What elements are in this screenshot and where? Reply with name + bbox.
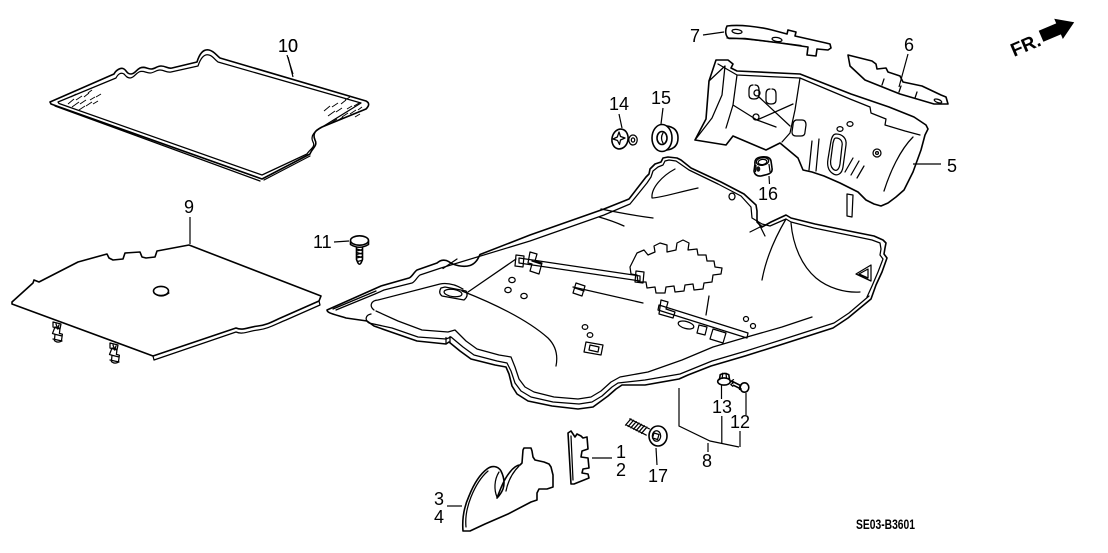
svg-text:16: 16: [758, 184, 778, 204]
svg-text:10: 10: [278, 36, 298, 56]
svg-text:6: 6: [904, 35, 914, 55]
svg-text:3: 3: [434, 489, 444, 509]
svg-text:10: 10: [278, 36, 298, 56]
svg-text:4: 4: [434, 507, 444, 527]
svg-text:9: 9: [184, 197, 194, 217]
svg-text:7: 7: [690, 26, 700, 46]
svg-text:13: 13: [712, 397, 732, 417]
svg-text:SE03-B3601: SE03-B3601: [856, 516, 915, 532]
svg-text:5: 5: [947, 156, 957, 176]
svg-text:1: 1: [616, 442, 626, 462]
svg-text:14: 14: [609, 94, 629, 114]
svg-text:11: 11: [313, 232, 332, 252]
svg-text:12: 12: [730, 412, 750, 432]
svg-text:15: 15: [651, 88, 671, 108]
svg-text:17: 17: [648, 466, 668, 486]
svg-text:2: 2: [616, 460, 626, 480]
svg-text:8: 8: [702, 451, 712, 471]
